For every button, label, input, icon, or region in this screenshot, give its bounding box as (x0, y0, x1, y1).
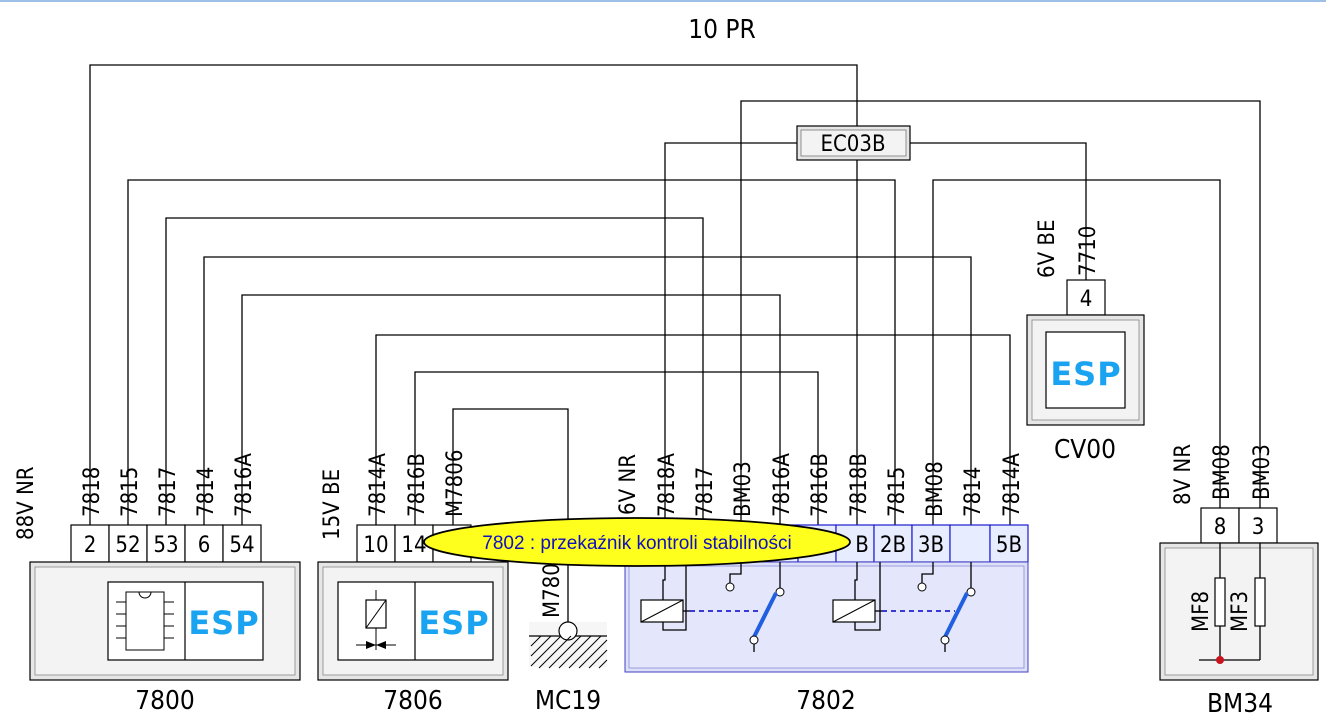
wire-label: 7818B (847, 453, 872, 517)
component-7802: 6V NR 7818A 7817 BM03 7816A 7816B 7818B … (616, 453, 1029, 716)
wire-label: 7818A (655, 453, 680, 517)
pin-row-7800: 2 52 53 6 54 (70, 524, 262, 563)
component-mc19: M780 MC19 (529, 563, 608, 716)
connector-label-7806: 15V BE (320, 469, 345, 540)
fuse-label: MF8 (1189, 591, 1214, 632)
fuse-icon (1199, 543, 1266, 664)
pin-label: 52 (115, 533, 140, 558)
connector-label-7800: 88V NR (14, 466, 39, 540)
pin-label: 8 (1214, 515, 1227, 540)
pin-label: 54 (229, 533, 254, 558)
wire-label: 7816B (808, 453, 833, 517)
wire-label: BM03 (731, 461, 756, 517)
pin-label: 6 (198, 533, 211, 558)
component-cv00: 6V BE 7710 4 ESP CV00 (1026, 220, 1145, 465)
wire-label: 7814A (1000, 453, 1025, 517)
wire-label: 7816B (405, 453, 430, 517)
pin-label: 10 (363, 533, 388, 558)
pin-label: 3B (918, 533, 944, 558)
wire-label: 7710 (1076, 226, 1101, 276)
component-id: 7806 (383, 686, 443, 716)
tooltip-text: 7802 : przekaźnik kontroli stabilności (482, 533, 791, 554)
esp-logo: ESP (1050, 355, 1121, 393)
component-id: 7802 (796, 686, 856, 716)
component-id: CV00 (1054, 435, 1116, 465)
connector-label-cv00: 6V BE (1035, 220, 1060, 279)
esp-logo: ESP (418, 604, 489, 642)
solenoid-valve-icon (356, 590, 396, 650)
component-bm34: 8V NR BM08 BM03 8 3 MF8 MF3 BM34 (1159, 444, 1319, 719)
wire-label: 7815 (118, 467, 143, 517)
component-7800: 88V NR 7818 7815 7817 7814 7816A 2 52 53… (14, 453, 301, 716)
fuse-label: MF3 (1228, 591, 1253, 632)
connector-label-bm34: 8V NR (1171, 444, 1196, 505)
component-id: MC19 (535, 686, 601, 716)
wire-label: 7817 (156, 467, 181, 517)
wire-label: 7814A (366, 453, 391, 517)
relay-icon (832, 562, 976, 652)
diagram-title: 10 PR (688, 15, 756, 45)
wire-label: BM08 (923, 461, 948, 517)
wire-label: 7816A (232, 453, 257, 517)
pin-label: 14 (401, 533, 426, 558)
chip-icon (116, 591, 174, 651)
wire-label: 7814 (194, 467, 219, 517)
wire-label: 7818 (80, 467, 105, 517)
splice-inner (800, 129, 907, 157)
component-7806: 15V BE 7814A 7816B M7806 10 14 ESP 7806 (317, 450, 509, 716)
pin-label: 5B (996, 533, 1022, 558)
pin-label: 2 (84, 533, 97, 558)
wire-labels-7802: 7818A 7817 BM03 7816A 7816B 7818B 7815 B… (655, 453, 1025, 517)
wire-label: 7817 (693, 467, 718, 517)
tooltip: 7802 : przekaźnik kontroli stabilności (423, 517, 851, 567)
pin-label: 53 (153, 533, 178, 558)
wire-label: BM08 (1210, 444, 1235, 500)
component-id: BM34 (1207, 689, 1273, 719)
wire-label: M780 (540, 563, 565, 618)
relay-icon (640, 562, 785, 652)
pin-label: 3 (1252, 515, 1265, 540)
wire-label: M7806 (443, 450, 468, 517)
wire-label: 7814 (961, 467, 986, 517)
wire-labels-7800: 7818 7815 7817 7814 7816A (80, 453, 257, 517)
pin-label: 4 (1080, 287, 1093, 312)
esp-logo: ESP (188, 604, 259, 642)
pin-label: B (855, 533, 869, 558)
component-id: 7800 (135, 686, 195, 716)
wire-label: 7815 (885, 467, 910, 517)
pin-label: 2B (880, 533, 906, 558)
wires (89, 64, 1261, 622)
wire-label: BM03 (1250, 444, 1275, 500)
wire-label: 7816A (770, 453, 795, 517)
connector-label-7802: 6V NR (616, 454, 641, 515)
splice-label: EC03B (820, 132, 885, 157)
